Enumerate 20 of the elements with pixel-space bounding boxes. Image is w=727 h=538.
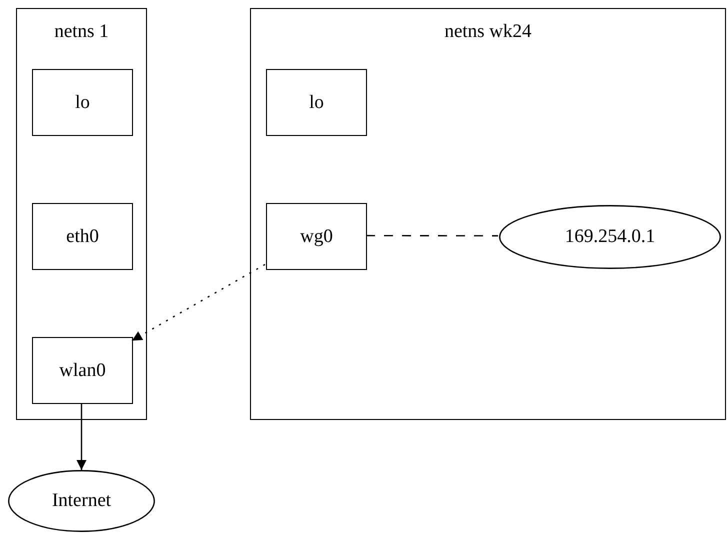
- connector-arrow: [76, 403, 86, 470]
- node-label: Internet: [52, 490, 112, 512]
- node-label: lo: [309, 92, 324, 114]
- address-ellipse: [499, 205, 721, 269]
- node-label: eth0: [66, 226, 99, 248]
- namespace-container: [250, 8, 726, 420]
- node-label: lo: [75, 92, 90, 114]
- node-label: wlan0: [59, 360, 106, 382]
- node-label: 169.254.0.1: [564, 226, 656, 248]
- interface-box: [266, 69, 367, 136]
- interface-box: [266, 203, 367, 270]
- node-label: wg0: [300, 226, 333, 248]
- namespace-container: [16, 8, 147, 420]
- address-ellipse: [8, 470, 155, 532]
- connector-arrow: [132, 264, 266, 342]
- namespace-title: netns wk24: [444, 21, 532, 43]
- namespace-title: netns 1: [54, 21, 109, 43]
- interface-box: [32, 69, 133, 136]
- interface-box: [32, 337, 133, 404]
- interface-box: [32, 203, 133, 270]
